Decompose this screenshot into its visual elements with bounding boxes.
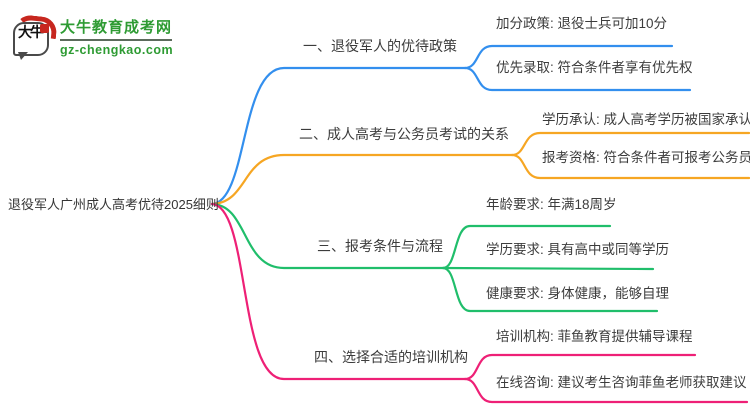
branch-4-main-line	[210, 202, 467, 381]
branch-2-child-1-line	[510, 131, 750, 157]
logo-bubble-tail	[18, 52, 28, 60]
branch-3-main-line	[210, 202, 445, 270]
branch-1-child-1-line	[463, 44, 674, 70]
branch-3-child-1-line	[441, 224, 612, 270]
branch-3-child-3-line	[441, 266, 659, 313]
branch-4-child-2-line	[463, 377, 749, 404]
branch-2-child-2-label: 报考资格: 符合条件者可报考公务员	[542, 150, 750, 165]
logo-mark-text: 大牛	[18, 24, 44, 40]
branch-1-main-line	[210, 66, 467, 206]
branch-1-child-1-label: 加分政策: 退役士兵可加10分	[496, 16, 668, 31]
logo-site-name: 大牛教育成考网	[60, 19, 173, 41]
branch-3-label: 三、报考条件与流程	[317, 238, 443, 254]
branch-2-child-1-label: 学历承认: 成人高考学历被国家承认	[542, 112, 750, 127]
branch-3-child-2-line	[441, 266, 655, 271]
logo-mark: 大牛	[12, 13, 58, 60]
logo-domain: gz-chengkao.com	[60, 43, 174, 57]
branch-4-child-1-line	[463, 353, 697, 381]
branch-4-child-1-label: 培训机构: 菲鱼教育提供辅导课程	[496, 329, 693, 344]
branch-4-label: 四、选择合适的培训机构	[314, 349, 468, 365]
branch-1-child-2-label: 优先录取: 符合条件者享有优先权	[496, 60, 693, 75]
logo-seal-icon	[40, 24, 49, 33]
branch-2-label: 二、成人高考与公务员考试的关系	[299, 126, 509, 142]
site-logo: 大牛 大牛教育成考网 gz-chengkao.com	[12, 13, 173, 60]
logo-text-block: 大牛教育成考网 gz-chengkao.com	[60, 16, 173, 58]
branch-4-child-2-label: 在线咨询: 建议考生咨询菲鱼老师获取建议	[496, 375, 747, 390]
branch-1-child-2-line	[463, 66, 692, 92]
branch-2-main-line	[210, 153, 514, 206]
branch-1-label: 一、退役军人的优待政策	[303, 38, 457, 54]
branch-2-child-2-line	[510, 153, 750, 180]
root-node-label: 退役军人广州成人高考优待2025细则	[8, 197, 219, 212]
branch-3-child-2-label: 学历要求: 具有高中或同等学历	[486, 242, 670, 257]
branch-3-child-3-label: 健康要求: 身体健康，能够自理	[486, 286, 670, 301]
branch-3-child-1-label: 年龄要求: 年满18周岁	[486, 197, 617, 212]
logo-speech-bubble-icon	[13, 22, 49, 56]
